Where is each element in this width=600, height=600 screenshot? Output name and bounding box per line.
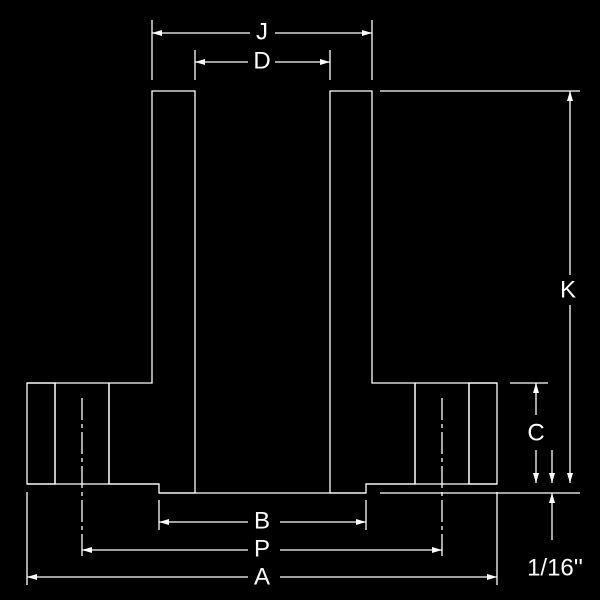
dim-label-a: A [254, 563, 270, 590]
dim-label-d: D [253, 47, 270, 74]
dim-label-p: P [254, 535, 270, 562]
dim-label-k: K [560, 276, 576, 303]
bolt-centerlines [81, 398, 443, 558]
dim-label-j: J [256, 18, 268, 45]
flange-section [26, 90, 498, 494]
dim-label-b: B [254, 507, 270, 534]
dim-label-raised-face: 1/16'' [527, 554, 583, 581]
dim-label-c: C [527, 419, 544, 446]
dimension-lines [26, 20, 580, 585]
